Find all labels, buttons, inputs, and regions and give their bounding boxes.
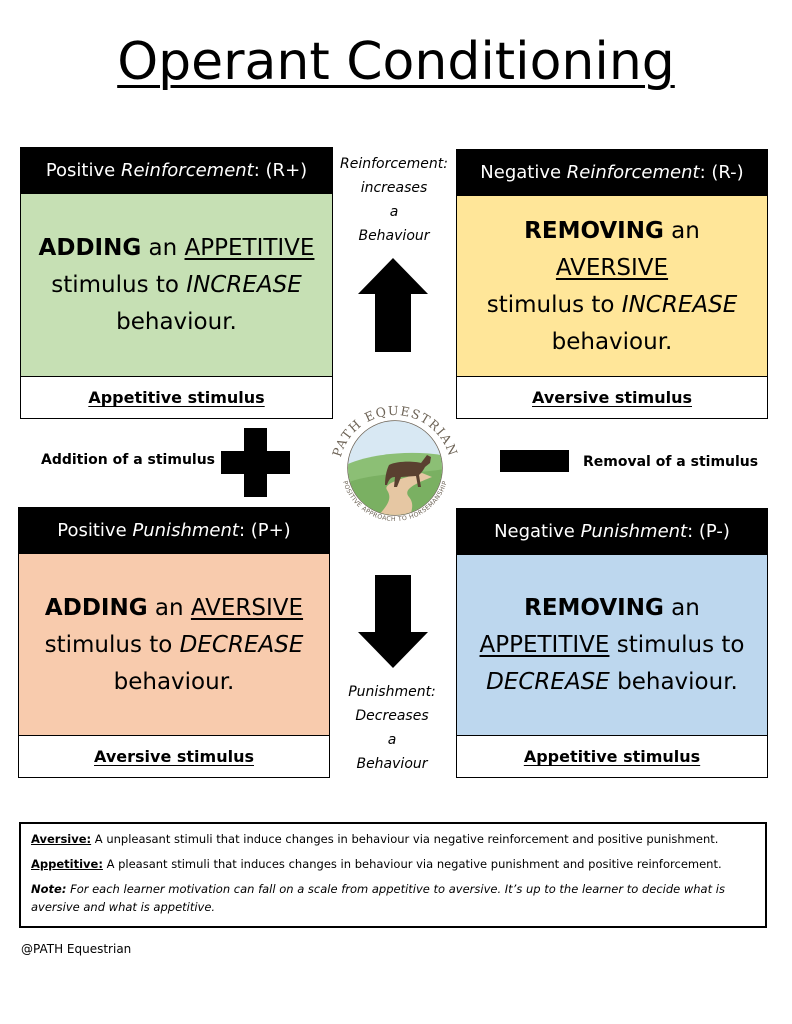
footer-credit: @PATH Equestrian bbox=[21, 942, 132, 956]
note-def: For each learner motivation can fall on … bbox=[31, 882, 725, 914]
header-italic: Reinforcement bbox=[566, 162, 700, 183]
action-verb: ADDING bbox=[44, 594, 148, 621]
article: an bbox=[663, 217, 700, 244]
reinforcement-note: Reinforcement: increases a Behaviour bbox=[332, 152, 456, 248]
stimulus-type: APPETITIVE bbox=[479, 632, 610, 658]
addition-label: Addition of a stimulus bbox=[41, 452, 216, 468]
arrow-down-icon bbox=[358, 575, 428, 668]
article: an bbox=[141, 235, 185, 261]
positive-punishment-box: Positive Punishment: (P+) ADDING an AVER… bbox=[18, 507, 330, 778]
horse-icon bbox=[385, 455, 431, 487]
stimulus-type: AVERSIVE bbox=[190, 594, 304, 621]
behaviour-text: behaviour. bbox=[116, 309, 237, 335]
header-suffix: : (R+) bbox=[253, 160, 308, 181]
note-line: Punishment: bbox=[348, 684, 436, 700]
positive-reinforcement-header: Positive Reinforcement: (R+) bbox=[21, 148, 332, 194]
negative-punishment-description: REMOVING an APPETITIVE stimulus to DECRE… bbox=[457, 555, 767, 736]
header-suffix: : (P-) bbox=[687, 521, 730, 542]
article: an bbox=[147, 594, 191, 621]
aversive-definition: Aversive: A unpleasant stimuli that indu… bbox=[31, 830, 755, 848]
header-prefix: Negative bbox=[480, 162, 567, 183]
learner-note: Note: For each learner motivation can fa… bbox=[31, 880, 755, 916]
arrow-up-icon bbox=[358, 258, 428, 352]
positive-punishment-header: Positive Punishment: (P+) bbox=[19, 508, 329, 554]
positive-punishment-footer: Aversive stimulus bbox=[19, 735, 329, 777]
effect: DECREASE bbox=[179, 631, 304, 658]
positive-reinforcement-description: ADDING an APPETITIVE stimulus to INCREAS… bbox=[21, 194, 332, 377]
header-prefix: Negative bbox=[494, 521, 581, 542]
negative-reinforcement-box: Negative Reinforcement: (R-) REMOVING an… bbox=[456, 149, 768, 419]
note-term: Note: bbox=[31, 882, 67, 896]
negative-punishment-box: Negative Punishment: (P-) REMOVING an AP… bbox=[456, 508, 768, 778]
positive-reinforcement-box: Positive Reinforcement: (R+) ADDING an A… bbox=[20, 147, 333, 419]
page-title: Operant Conditioning bbox=[117, 32, 675, 92]
header-italic: Punishment bbox=[580, 521, 688, 542]
behaviour-text: behaviour. bbox=[551, 328, 673, 355]
aversive-def: A unpleasant stimuli that induce changes… bbox=[91, 832, 719, 846]
stimulus-text: stimulus to bbox=[51, 272, 187, 298]
removal-label: Removal of a stimulus bbox=[583, 454, 759, 470]
negative-reinforcement-footer: Aversive stimulus bbox=[457, 376, 767, 418]
minus-icon bbox=[500, 450, 569, 472]
negative-reinforcement-description: REMOVING an AVERSIVE stimulus to INCREAS… bbox=[457, 196, 767, 377]
stimulus-text: stimulus to bbox=[609, 632, 745, 658]
behaviour-text: behaviour. bbox=[113, 668, 235, 695]
negative-reinforcement-header: Negative Reinforcement: (R-) bbox=[457, 150, 767, 196]
note-line: Decreases bbox=[355, 708, 429, 724]
header-suffix: : (R-) bbox=[699, 162, 744, 183]
header-italic: Reinforcement bbox=[120, 160, 254, 181]
aversive-term: Aversive: bbox=[31, 832, 92, 846]
header-italic: Punishment bbox=[132, 520, 239, 541]
stimulus-text: stimulus to bbox=[486, 291, 622, 318]
header-prefix: Positive bbox=[45, 160, 121, 181]
note-line: a bbox=[389, 204, 399, 220]
behaviour-text: behaviour. bbox=[609, 669, 738, 695]
stimulus-type: APPETITIVE bbox=[184, 235, 315, 261]
effect: DECREASE bbox=[486, 669, 610, 695]
positive-reinforcement-footer: Appetitive stimulus bbox=[21, 376, 332, 418]
path-equestrian-logo: PATH EQUESTRIAN POSITIVE APPROACH TO HOR… bbox=[329, 403, 460, 523]
note-line: increases bbox=[360, 180, 428, 196]
action-verb: REMOVING bbox=[524, 595, 664, 621]
effect: INCREASE bbox=[621, 291, 738, 318]
negative-punishment-footer: Appetitive stimulus bbox=[457, 735, 767, 777]
stimulus-text: stimulus to bbox=[44, 631, 180, 658]
appetitive-term: Appetitive: bbox=[31, 857, 103, 871]
appetitive-def: A pleasant stimuli that induces changes … bbox=[102, 857, 722, 871]
positive-punishment-description: ADDING an AVERSIVE stimulus to DECREASE … bbox=[19, 554, 329, 736]
definitions-legend: Aversive: A unpleasant stimuli that indu… bbox=[19, 822, 767, 928]
action-verb: REMOVING bbox=[524, 217, 664, 244]
note-line: Behaviour bbox=[356, 756, 428, 772]
note-line: a bbox=[387, 732, 397, 748]
negative-punishment-header: Negative Punishment: (P-) bbox=[457, 509, 767, 555]
header-suffix: : (P+) bbox=[238, 520, 291, 541]
punishment-note: Punishment: Decreases a Behaviour bbox=[330, 680, 454, 776]
article: an bbox=[663, 595, 700, 621]
effect: INCREASE bbox=[186, 272, 302, 298]
header-prefix: Positive bbox=[57, 520, 133, 541]
plus-icon bbox=[221, 428, 290, 497]
action-verb: ADDING bbox=[38, 235, 142, 261]
appetitive-definition: Appetitive: A pleasant stimuli that indu… bbox=[31, 855, 755, 873]
note-line: Behaviour bbox=[358, 228, 430, 244]
stimulus-type: AVERSIVE bbox=[555, 254, 669, 281]
note-line: Reinforcement: bbox=[340, 156, 448, 172]
